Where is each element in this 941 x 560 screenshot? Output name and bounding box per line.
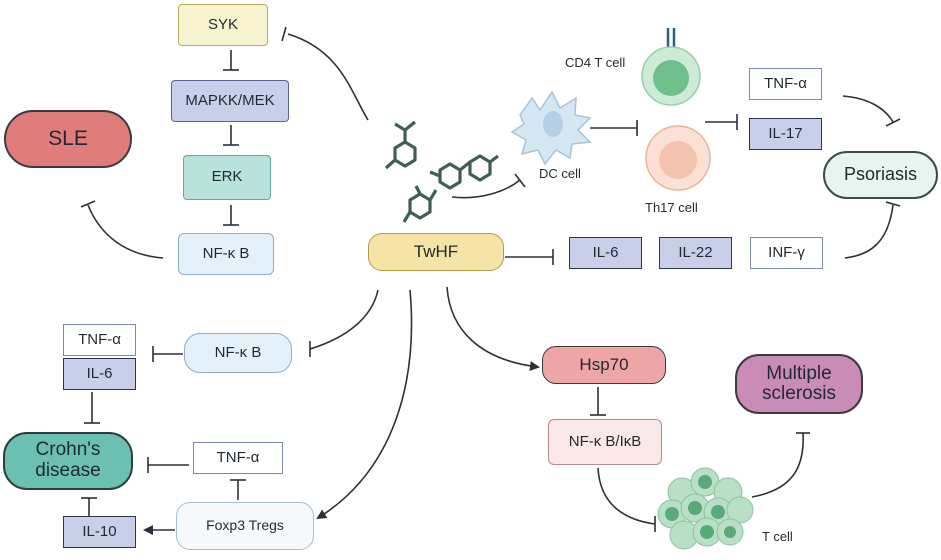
sle-disease: SLE [4, 110, 132, 168]
il17-node: IL-17 [749, 118, 822, 150]
foxp3-tregs-node: Foxp3 Tregs [176, 502, 314, 550]
inhibit-bar-psoriasis-bottom [885, 201, 901, 207]
il6-crohn-node: IL-6 [63, 358, 136, 390]
th17-cell-icon [645, 125, 711, 191]
inhibit-bar-dc [514, 173, 526, 188]
tnf-crohn-mid-node: TNF-α [193, 442, 283, 474]
erk-node: ERK [183, 155, 271, 200]
t-cell-cluster-icon [657, 467, 754, 550]
th17-cell-label: Th17 cell [645, 200, 698, 215]
cd4-cell-label: CD4 T cell [565, 55, 626, 70]
cd4-t-cell-icon [641, 28, 701, 106]
il6-psoriasis-node: IL-6 [569, 237, 642, 269]
edge-tnf-psoriasis [842, 95, 894, 123]
edge-twhf-syk [287, 33, 369, 121]
nfkb-ikb-node: NF-κ B/IκB [548, 419, 662, 465]
nfkb-crohn-node: NF-κ B [184, 333, 292, 373]
dc-cell-icon [510, 90, 592, 166]
edge-twhf-nfkb-crohn [309, 289, 379, 350]
dc-cell-label: DC cell [539, 166, 581, 181]
il22-node: IL-22 [659, 237, 732, 269]
twhf-drug: TwHF [368, 233, 504, 271]
edge-twhf-dc [451, 179, 521, 199]
t-cell-label: T cell [762, 529, 793, 544]
edge-nfkbikb-tcell [597, 467, 656, 525]
inhibit-bar-sle [80, 200, 96, 208]
inf-gamma-node: INF-γ [750, 237, 823, 269]
syk-node: SYK [178, 4, 268, 46]
tnf-crohn-top-node: TNF-α [63, 324, 136, 356]
il10-node: IL-10 [63, 516, 136, 548]
tnf-psoriasis-node: TNF-α [749, 68, 822, 100]
inhibit-bar-syk [281, 26, 287, 42]
psoriasis-disease: Psoriasis [823, 151, 938, 199]
inhibit-bar-psoriasis-top [885, 118, 901, 127]
molecule-icon [384, 120, 499, 223]
edge-twhf-hsp70 [446, 286, 540, 372]
mapkk-node: MAPKK/MEK [171, 80, 289, 122]
edge-nfkb-sle [87, 204, 164, 259]
nfkb-sle-node: NF-κ B [178, 233, 274, 275]
edge-tcell-ms [751, 432, 804, 498]
crohns-disease: Crohn's disease [3, 432, 133, 490]
edge-twhf-foxp3 [316, 289, 413, 520]
edge-inf-psoriasis [844, 204, 894, 259]
hsp70-node: Hsp70 [542, 346, 666, 384]
ms-disease: Multiple sclerosis [735, 354, 863, 414]
